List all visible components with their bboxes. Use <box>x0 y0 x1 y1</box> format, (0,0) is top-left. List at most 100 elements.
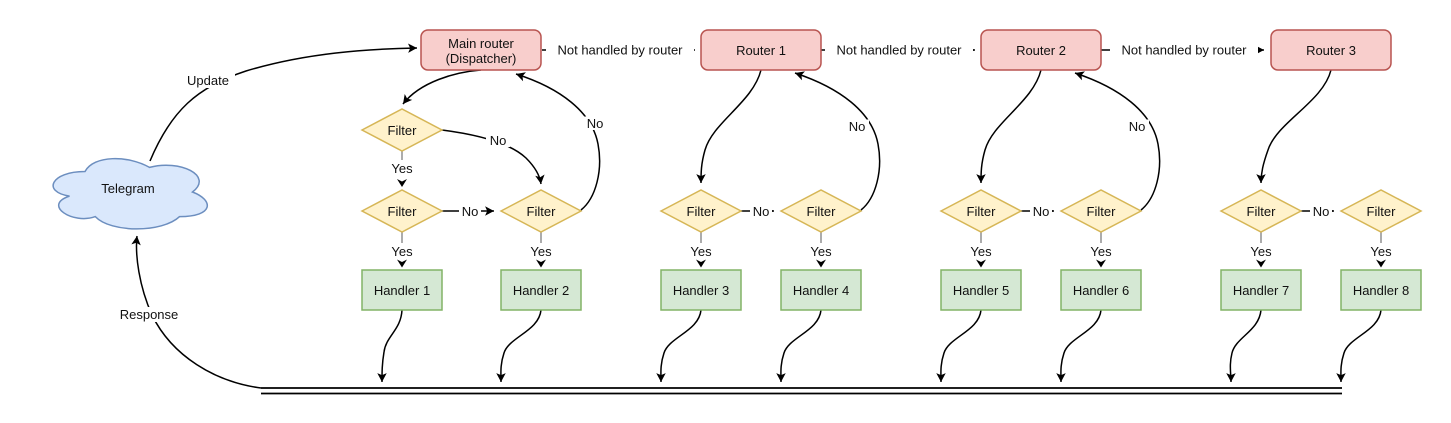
handler-2-node: Handler 2 <box>500 269 582 311</box>
handler-6-node: Handler 6 <box>1060 269 1142 311</box>
filter-router2-a: Filter <box>939 189 1023 233</box>
handler-4-response-edge <box>776 309 822 383</box>
handler-5-response-edge <box>936 309 982 383</box>
no-label: No <box>753 204 770 219</box>
yes-label: Yes <box>1370 244 1392 259</box>
handler-8-node: Handler 8 <box>1340 269 1422 311</box>
yes-label: Yes <box>1090 244 1112 259</box>
router1-return-no-edge <box>794 71 881 211</box>
filter-router1-a: Filter <box>659 189 743 233</box>
router2-to-filter-edge <box>976 69 1042 184</box>
yes-label: Yes <box>810 244 832 259</box>
router-2-box <box>980 29 1102 71</box>
router-1-node: Router 1 <box>700 29 822 71</box>
filter-dispatcher-b: Filter <box>499 189 583 233</box>
router-3-label: Router 3 <box>1306 43 1356 58</box>
response-bus <box>261 387 1342 395</box>
filter-diamond <box>1219 189 1303 233</box>
not-handled-label-2: Not handled by router <box>836 43 962 58</box>
handler-4-box <box>780 269 862 311</box>
no-label: No <box>849 119 866 134</box>
router-3-box <box>1270 29 1392 71</box>
not-handled-label-3: Not handled by router <box>1121 43 1247 58</box>
filter-diamond <box>360 108 444 152</box>
handler-2-box <box>500 269 582 311</box>
filter-diamond <box>659 189 743 233</box>
handler-3-box <box>660 269 742 311</box>
handler-4-label: Handler 4 <box>793 283 849 298</box>
filter-diamond <box>1059 189 1143 233</box>
router2-return-no-edge <box>1074 71 1161 211</box>
router-2-node: Router 2 <box>980 29 1102 71</box>
handler-7-node: Handler 7 <box>1220 269 1302 311</box>
response-label: Response <box>120 307 179 322</box>
no-label: No <box>1129 119 1146 134</box>
filter-label: Filter <box>1087 204 1117 219</box>
handler-3-node: Handler 3 <box>660 269 742 311</box>
handler-5-box <box>940 269 1022 311</box>
filter-router3-b: Filter <box>1339 189 1423 233</box>
filter-diamond <box>360 189 444 233</box>
main-router-label-line2: (Dispatcher) <box>446 51 517 66</box>
handler-7-box <box>1220 269 1302 311</box>
router-1-label: Router 1 <box>736 43 786 58</box>
main-router-label-line1: Main router <box>448 36 514 51</box>
telegram-cloud-shape <box>52 157 209 230</box>
filter-diamond <box>1339 189 1423 233</box>
handler-6-box <box>1060 269 1142 311</box>
handler-6-response-edge <box>1056 309 1102 383</box>
edge-labels: Update Response Not handled by router No… <box>115 42 1394 322</box>
handler-4-node: Handler 4 <box>780 269 862 311</box>
handler-1-label: Handler 1 <box>374 283 430 298</box>
yes-label: Yes <box>690 244 712 259</box>
filter-label: Filter <box>807 204 837 219</box>
no-label: No <box>462 204 479 219</box>
filter-dispatcher-top: Filter <box>360 108 444 152</box>
handler-7-response-edge <box>1226 309 1262 383</box>
handler-3-response-edge <box>656 309 702 383</box>
handler-7-label: Handler 7 <box>1233 283 1289 298</box>
yes-label: Yes <box>970 244 992 259</box>
handler-8-response-edge <box>1336 309 1382 383</box>
dispatcher-return-no-edge <box>515 72 601 211</box>
not-handled-label-1: Not handled by router <box>557 43 683 58</box>
no-label: No <box>490 133 507 148</box>
dispatcher-top-filter-no-edge <box>441 129 545 185</box>
main-router-box <box>420 29 542 71</box>
filter-router3-a: Filter <box>1219 189 1303 233</box>
handler-5-node: Handler 5 <box>940 269 1022 311</box>
router1-to-filter-edge <box>696 69 762 184</box>
filter-router1-b: Filter <box>779 189 863 233</box>
handler-6-label: Handler 6 <box>1073 283 1129 298</box>
yes-stubs <box>401 151 1382 243</box>
filter-label: Filter <box>967 204 997 219</box>
yes-label: Yes <box>391 244 413 259</box>
router-1-box <box>700 29 822 71</box>
filter-diamond <box>499 189 583 233</box>
handler-8-label: Handler 8 <box>1353 283 1409 298</box>
update-label: Update <box>187 73 229 88</box>
yes-label: Yes <box>1250 244 1272 259</box>
router-2-label: Router 2 <box>1016 43 1066 58</box>
filter-router2-b: Filter <box>1059 189 1143 233</box>
filter-dispatcher-a: Filter <box>360 189 444 233</box>
telegram-label: Telegram <box>101 181 154 196</box>
filter-label: Filter <box>388 123 418 138</box>
yes-label: Yes <box>530 244 552 259</box>
filter-label: Filter <box>1367 204 1397 219</box>
handler-1-node: Handler 1 <box>361 269 443 311</box>
yes-label: Yes <box>391 161 413 176</box>
filter-diamond <box>939 189 1023 233</box>
filter-label: Filter <box>388 204 418 219</box>
handler-3-label: Handler 3 <box>673 283 729 298</box>
update-edge <box>149 43 418 162</box>
no-label: No <box>1313 204 1330 219</box>
dispatcher-to-top-filter-edge <box>402 69 482 105</box>
no-label: No <box>1033 204 1050 219</box>
handler-1-box <box>361 269 443 311</box>
filter-label: Filter <box>1247 204 1277 219</box>
handler-1-response-edge <box>377 309 403 383</box>
handler-5-label: Handler 5 <box>953 283 1009 298</box>
